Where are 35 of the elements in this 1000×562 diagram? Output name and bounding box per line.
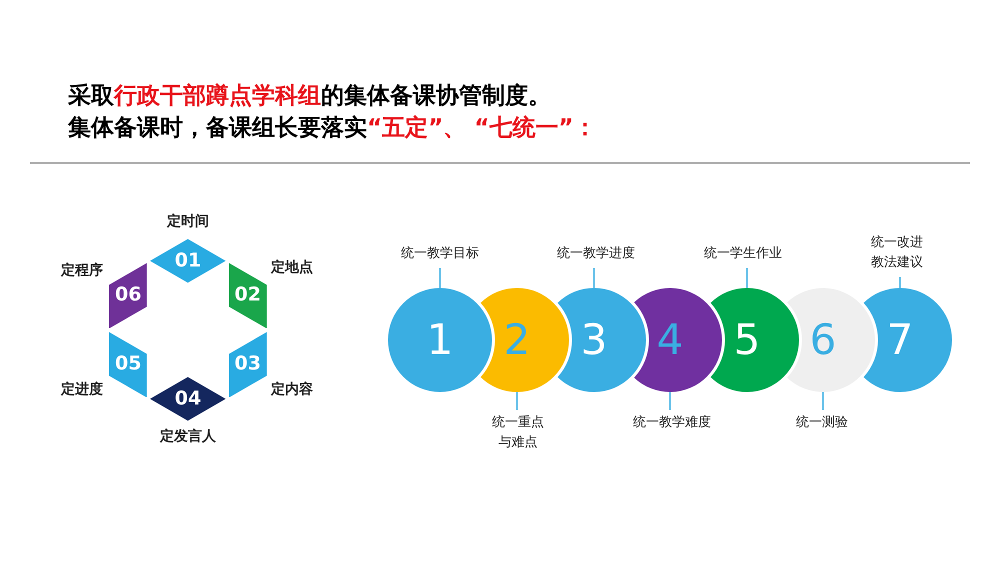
leader-line xyxy=(899,277,901,288)
heading: 采取行政干部蹲点学科组的集体备课协管制度。 xyxy=(68,82,552,111)
heading: 集体备课时，备课组长要落实“五定”、 “七统一”： xyxy=(68,114,596,143)
step-label: 定程序 xyxy=(61,261,103,280)
circle-number: 1 xyxy=(426,319,454,361)
circle-number: 3 xyxy=(580,319,608,361)
leader-line xyxy=(593,268,595,288)
step-label: 定时间 xyxy=(167,212,209,232)
leader-line xyxy=(669,392,671,410)
step-label: 定进度 xyxy=(61,380,103,400)
step-label: 定发言人 xyxy=(160,427,216,446)
item-label: 统一学生作业 xyxy=(704,245,782,263)
circle-number: 6 xyxy=(810,319,836,361)
circle-number: 5 xyxy=(734,319,760,361)
step-number: 02 xyxy=(234,286,261,305)
item-label: 统一教学进度 xyxy=(557,245,635,263)
leader-line xyxy=(516,392,518,410)
circle-number: 2 xyxy=(504,319,530,361)
step-label: 定内容 xyxy=(271,380,313,400)
item-label: 统一改进教法建议 xyxy=(870,234,924,272)
step-number: 06 xyxy=(115,286,142,305)
leader-line xyxy=(822,392,824,410)
item-label: 统一教学难度 xyxy=(633,414,711,432)
step-label: 定地点 xyxy=(271,258,313,278)
step-number: 05 xyxy=(115,354,142,374)
step-number: 04 xyxy=(174,389,202,408)
step-number: 01 xyxy=(174,251,202,270)
circle-number: 4 xyxy=(656,319,684,361)
item-label: 统一重点与难点 xyxy=(491,414,545,452)
item-label: 统一测验 xyxy=(796,414,848,432)
leader-line xyxy=(746,268,748,288)
step-number: 03 xyxy=(234,354,261,374)
circle-number: 7 xyxy=(886,319,914,361)
item-label: 统一教学目标 xyxy=(401,245,479,263)
leader-line xyxy=(439,268,441,288)
